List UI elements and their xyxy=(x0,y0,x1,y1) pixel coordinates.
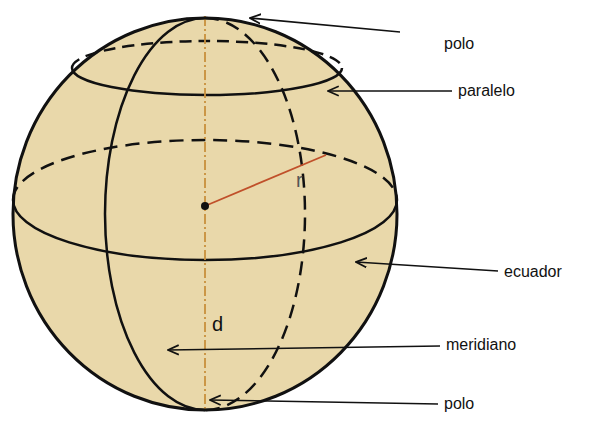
part-label: meridiano xyxy=(446,337,516,353)
part-label: polo xyxy=(444,396,474,412)
meridian-front xyxy=(105,18,205,410)
center-dot xyxy=(201,202,209,210)
part-label: ecuador xyxy=(504,264,562,280)
leader-line xyxy=(210,400,438,404)
part-label: paralelo xyxy=(458,83,515,99)
dimension-label: r xyxy=(296,170,303,190)
leader-line xyxy=(250,18,400,32)
sphere-outline xyxy=(13,18,397,410)
meridian-back xyxy=(205,18,305,410)
leader-line xyxy=(328,90,452,92)
dimension-label: d xyxy=(212,314,223,334)
parallel-front xyxy=(72,68,342,95)
axis-line xyxy=(204,16,206,412)
radius-line xyxy=(205,155,326,206)
leader-line xyxy=(356,262,498,271)
leader-line xyxy=(168,346,440,350)
part-label: polo xyxy=(444,36,474,52)
